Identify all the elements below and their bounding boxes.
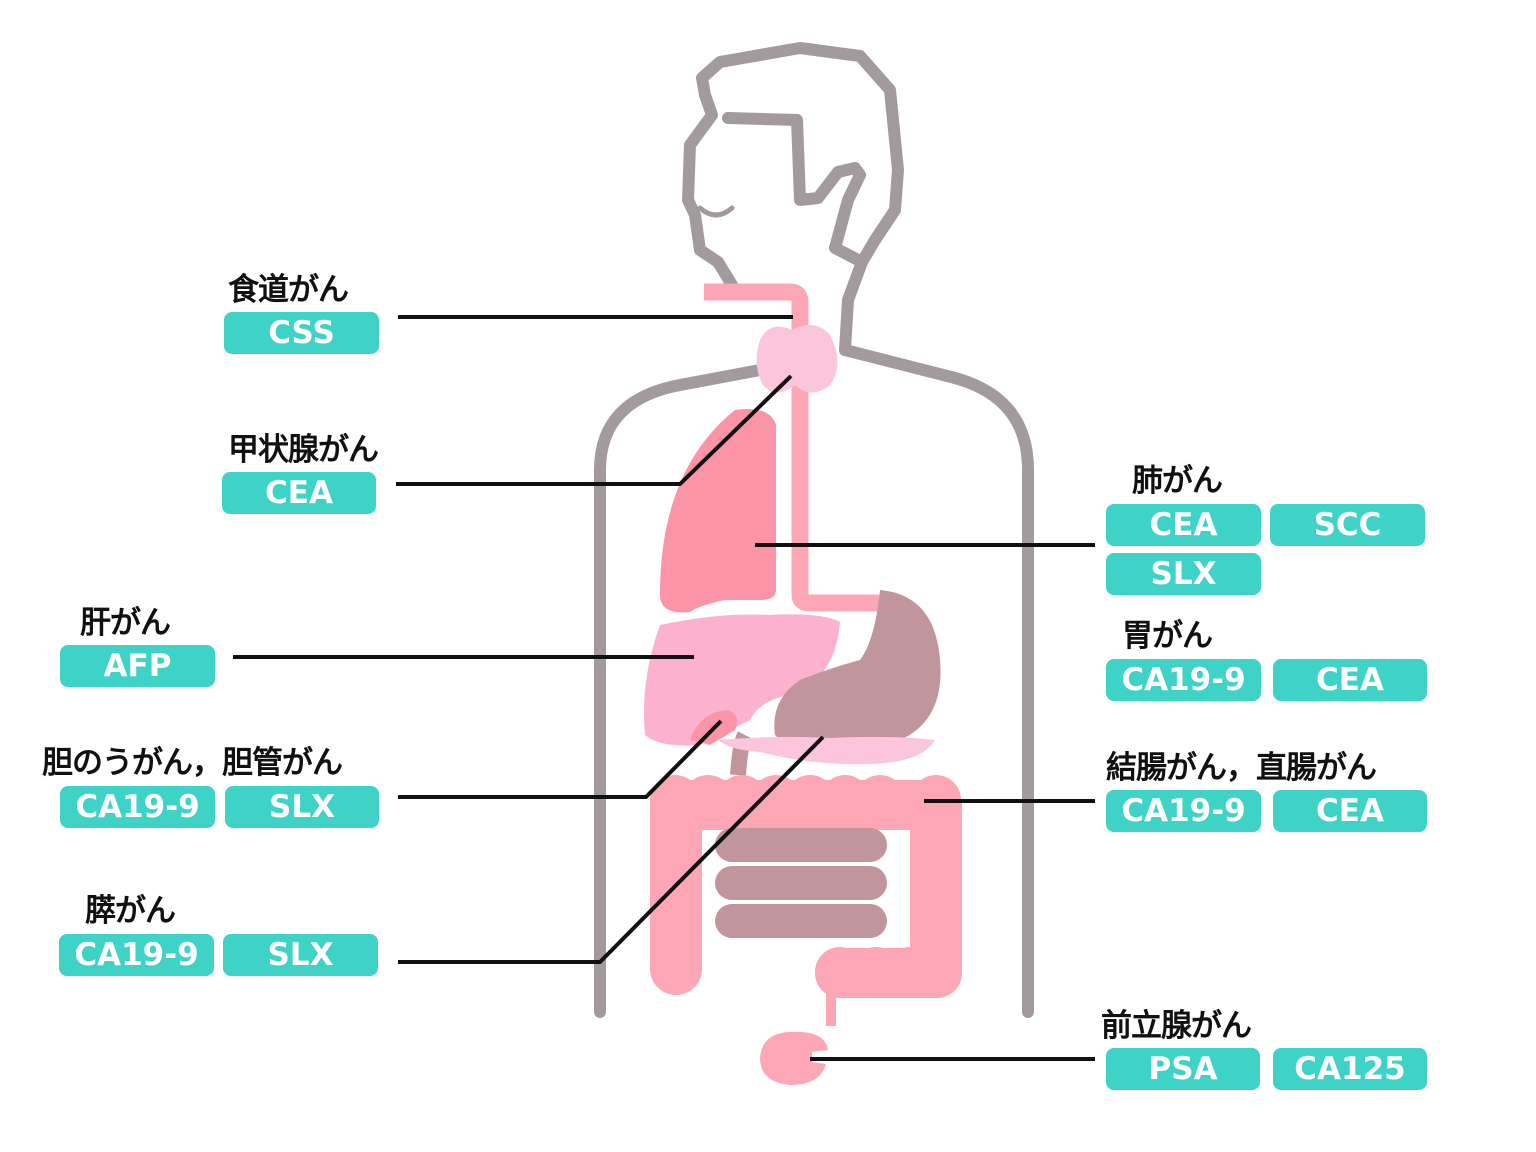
marker-tag-scc: SCC — [1270, 504, 1425, 546]
marker-tag-ca19-9: CA19-9 — [60, 786, 215, 828]
label-gastric-cancer: 胃がん — [1122, 618, 1213, 654]
leader-thyroid — [396, 374, 793, 486]
head-outline — [682, 42, 904, 296]
prostate — [760, 1031, 828, 1085]
marker-tag-cea: CEA — [1273, 790, 1427, 832]
marker-tag-slx: SLX — [1106, 553, 1261, 595]
esophagus — [704, 283, 890, 612]
label-colorectal-cancer: 結腸がん，直腸がん — [1106, 750, 1377, 786]
liver — [644, 614, 840, 746]
lung — [660, 409, 776, 613]
label-prostate-cancer: 前立腺がん — [1101, 1008, 1252, 1044]
marker-tag-psa: PSA — [1106, 1048, 1260, 1090]
marker-tag-ca125: CA125 — [1273, 1048, 1427, 1090]
leader-lines — [233, 315, 1095, 1061]
marker-tag-cea: CEA — [1273, 659, 1427, 701]
neck-back — [839, 256, 868, 356]
marker-tag-afp: AFP — [60, 645, 215, 687]
closed-eye — [697, 205, 735, 218]
marker-tag-ca19-9: CA19-9 — [1106, 659, 1261, 701]
marker-tag-css: CSS — [224, 312, 379, 354]
label-lung-cancer: 肺がん — [1132, 463, 1223, 499]
marker-tag-ca19-9: CA19-9 — [1106, 790, 1261, 832]
marker-tag-cea: CEA — [1106, 504, 1261, 546]
marker-tag-cea: CEA — [222, 472, 376, 514]
label-esophagus-cancer: 食道がん — [228, 272, 349, 308]
label-pancreatic-cancer: 膵がん — [85, 893, 176, 929]
large-intestine — [650, 775, 962, 1026]
torso-outline-right — [839, 344, 1034, 1018]
small-intestine — [715, 828, 887, 938]
label-biliary-cancer: 胆のうがん，胆管がん — [42, 745, 343, 781]
label-liver-cancer: 肝がん — [80, 605, 171, 641]
marker-tag-ca19-9: CA19-9 — [59, 934, 214, 976]
label-thyroid-cancer: 甲状腺がん — [228, 432, 379, 468]
duodenum — [730, 731, 753, 776]
marker-tag-slx: SLX — [225, 786, 379, 828]
marker-tag-slx: SLX — [223, 934, 378, 976]
torso-outline-left — [594, 364, 766, 1018]
thyroid — [756, 325, 838, 393]
leader-pancreas — [398, 735, 825, 964]
leader-biliary — [398, 719, 723, 799]
pancreas — [718, 736, 935, 765]
stomach — [774, 590, 941, 751]
